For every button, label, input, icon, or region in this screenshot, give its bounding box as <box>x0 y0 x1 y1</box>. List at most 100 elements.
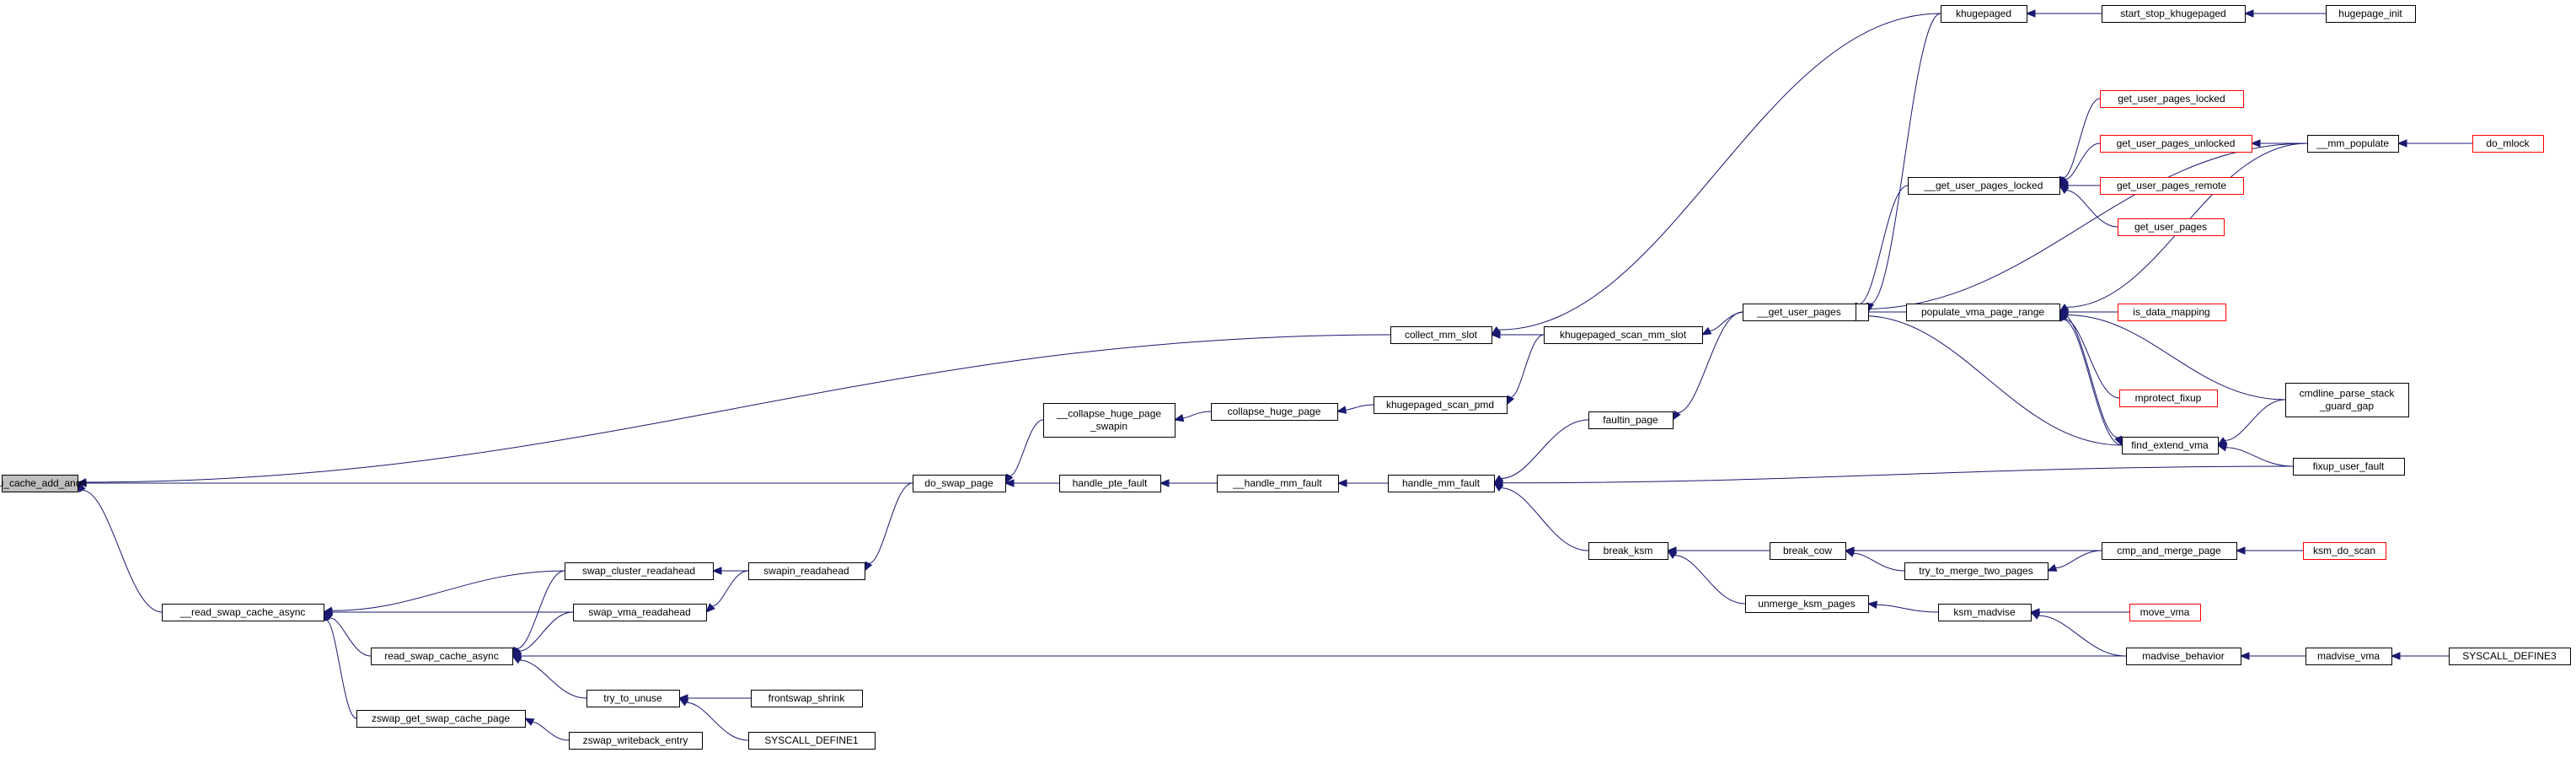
node-label: get_user_pages_locked <box>2118 93 2225 105</box>
edge-line <box>1709 311 1746 331</box>
node-box <box>913 475 1006 492</box>
arrowhead-icon <box>705 603 715 613</box>
call-edge <box>2397 139 2472 148</box>
call-edge <box>1844 546 2102 555</box>
function-node[interactable]: swap_vma_readahead <box>573 604 707 621</box>
function-node[interactable]: find_extend_vma <box>2122 437 2219 454</box>
arrowhead-icon <box>1844 546 1855 555</box>
function-node[interactable]: madvise_behavior <box>2126 648 2241 665</box>
call-edge <box>2025 9 2102 18</box>
function-node[interactable]: fixup_user_fault <box>2293 458 2405 476</box>
function-node[interactable]: zswap_writeback_entry <box>569 732 703 750</box>
function-node[interactable]: ksm_madvise <box>1938 604 2032 621</box>
function-node[interactable]: break_cow <box>1770 542 1846 560</box>
function-node[interactable]: start_stop_khugepaged <box>2102 5 2246 23</box>
node-box <box>1938 604 2032 621</box>
edge-line <box>82 489 163 613</box>
function-node[interactable]: swapin_readahead <box>748 562 865 580</box>
function-node[interactable]: lru_cache_add_anon <box>0 475 87 492</box>
function-node[interactable]: is_data_mapping <box>2118 304 2226 321</box>
node-label: zswap_get_swap_cache_page <box>372 712 510 724</box>
node-box <box>1388 475 1495 492</box>
arrowhead-icon <box>677 697 689 707</box>
function-node[interactable]: __collapse_huge_page_swapin <box>1043 403 1176 438</box>
node-box <box>1906 304 2060 321</box>
function-node[interactable]: madvise_vma <box>2306 648 2392 665</box>
function-node[interactable]: get_user_pages_locked <box>2100 90 2244 108</box>
function-node[interactable]: collect_mm_slot <box>1390 326 1492 344</box>
node-box <box>569 732 703 750</box>
edge-line <box>1853 552 1905 572</box>
node-label: read_swap_cache_async <box>384 650 498 662</box>
function-node[interactable]: mprotect_fixup <box>2119 390 2218 407</box>
call-edge <box>2046 550 2102 572</box>
node-label: khugepaged_scan_pmd <box>1386 399 1494 411</box>
function-node[interactable]: do_swap_page <box>913 475 1006 492</box>
function-node[interactable]: __get_user_pages <box>1743 304 1856 321</box>
node-box <box>2102 5 2246 23</box>
function-node[interactable]: __handle_mm_fault <box>1217 475 1339 492</box>
function-node[interactable]: handle_pte_fault <box>1059 475 1161 492</box>
function-node[interactable]: SYSCALL_DEFINE3 <box>2449 648 2571 665</box>
function-node[interactable]: handle_mm_fault <box>1388 475 1495 492</box>
node-label: is_data_mapping <box>2133 306 2209 318</box>
node-label: get_user_pages <box>2134 221 2207 233</box>
function-node[interactable]: ksm_do_scan <box>2303 542 2386 560</box>
call-edge <box>322 570 565 615</box>
function-node[interactable]: frontswap_shrink <box>751 690 863 707</box>
function-node[interactable]: khugepaged <box>1941 5 2027 23</box>
function-node[interactable]: hugepage_init <box>2326 5 2416 23</box>
function-node[interactable]: faultin_page <box>1588 411 1674 429</box>
node-box <box>2 475 78 492</box>
function-node[interactable]: __mm_populate <box>2307 135 2399 153</box>
call-edge <box>2216 399 2286 446</box>
function-node[interactable]: get_user_pages_remote <box>2100 177 2244 195</box>
function-node[interactable]: break_ksm <box>1588 542 1668 560</box>
function-node[interactable]: read_swap_cache_async <box>371 648 513 665</box>
call-edge <box>1866 600 1939 613</box>
node-label: start_stop_khugepaged <box>2120 8 2225 19</box>
function-node[interactable]: populate_vma_page_range <box>1906 304 2060 321</box>
function-node[interactable]: SYSCALL_DEFINE1 <box>748 732 876 750</box>
arrowhead-icon <box>2239 652 2250 660</box>
function-node[interactable]: __get_user_pages_locked <box>1908 177 2060 195</box>
node-label: _swapin <box>1090 421 1127 433</box>
function-node[interactable]: try_to_merge_two_pages <box>1904 562 2048 580</box>
function-node[interactable]: get_user_pages_unlocked <box>2100 135 2252 153</box>
node-label: cmdline_parse_stack <box>2300 388 2396 400</box>
call-edge <box>2059 142 2101 186</box>
node-box <box>586 690 680 707</box>
function-node[interactable]: khugepaged_scan_mm_slot <box>1544 326 1703 344</box>
function-node[interactable]: swap_cluster_readahead <box>565 562 714 580</box>
edge-line <box>1501 487 1589 551</box>
node-label: khugepaged <box>1956 8 2011 19</box>
arrowhead-icon <box>1700 326 1712 336</box>
function-node[interactable]: collapse_huge_page <box>1211 403 1338 421</box>
function-node[interactable]: cmp_and_merge_page <box>2102 542 2237 560</box>
function-node[interactable]: do_mlock <box>2472 135 2544 153</box>
function-node[interactable]: try_to_unuse <box>586 690 680 707</box>
function-node[interactable]: __read_swap_cache_async <box>162 604 324 621</box>
function-node[interactable]: get_user_pages <box>2118 218 2225 236</box>
edge-line <box>2065 142 2101 180</box>
arrowhead-icon <box>2216 444 2228 452</box>
function-node[interactable]: unmerge_ksm_pages <box>1745 595 1869 613</box>
call-edge <box>2059 310 2123 446</box>
call-edge <box>1492 465 2294 487</box>
edge-line <box>1677 311 1743 414</box>
function-node[interactable]: zswap_get_swap_cache_page <box>356 710 526 728</box>
arrowhead-icon <box>2243 9 2254 18</box>
function-node[interactable]: move_vma <box>2129 604 2201 621</box>
node-label: ksm_madvise <box>1953 606 2016 618</box>
function-node[interactable]: khugepaged_scan_pmd <box>1374 396 1508 414</box>
arrowhead-icon <box>1159 479 1170 487</box>
call-edge <box>711 567 748 575</box>
node-box <box>565 562 714 580</box>
node-box <box>1588 411 1674 429</box>
call-edge <box>77 481 163 613</box>
arrowhead-icon <box>1666 550 1678 559</box>
edge-line <box>1674 555 1746 605</box>
function-node[interactable]: cmdline_parse_stack_guard_gap <box>2285 383 2409 417</box>
arrowhead-icon <box>2029 611 2041 620</box>
